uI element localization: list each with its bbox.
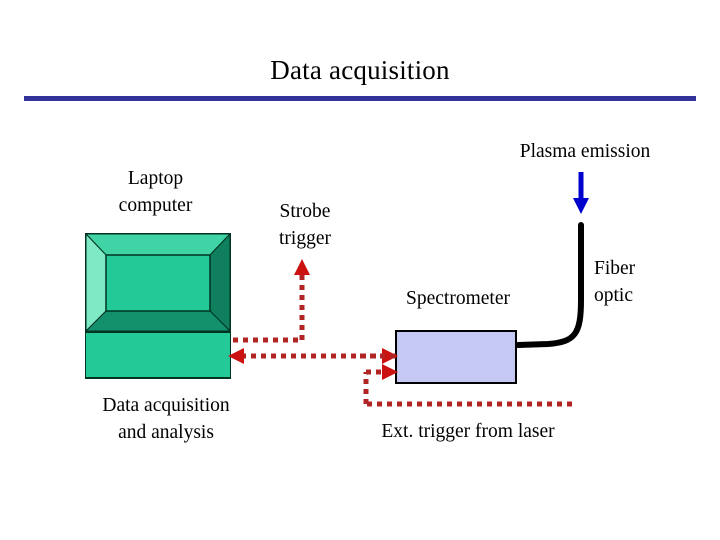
title-divider-rule	[24, 96, 696, 101]
label-strobe-trigger: Strobe trigger	[279, 201, 331, 249]
data-return-line	[228, 348, 398, 364]
laptop-computer-graphic	[85, 233, 231, 379]
plasma-emission-arrow	[573, 172, 589, 214]
label-plasma-emission: Plasma emission	[519, 141, 651, 162]
page-title: Data acquisition	[270, 55, 450, 85]
label-ext-trigger-from-laser: Ext. trigger from laser	[381, 421, 555, 442]
spectrometer-box	[395, 330, 517, 384]
label-data-acquisition-and-analysis: Data acquisition and analysis	[102, 395, 230, 443]
label-fiber-optic: Fiber optic	[594, 258, 636, 306]
label-spectrometer: Spectrometer	[406, 288, 510, 309]
label-laptop-computer: Laptop computer	[118, 168, 193, 216]
strobe-trigger-line	[233, 259, 310, 343]
